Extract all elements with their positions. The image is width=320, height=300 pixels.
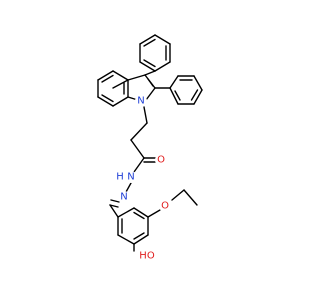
phenyl-ring-top xyxy=(139,34,171,72)
atom-hydroxyl: HO xyxy=(139,250,155,262)
h-amide-label: H xyxy=(116,172,124,183)
atom-n-indole: N xyxy=(135,95,147,107)
hydroxyl-label: HO xyxy=(139,251,155,262)
atom-o-ethoxy: O xyxy=(159,200,171,212)
ethoxy-group xyxy=(171,189,198,206)
o-ethoxy-label: O xyxy=(161,201,169,212)
o-carbonyl-label: O xyxy=(157,155,165,166)
structure-drawing: N O N H N O HO xyxy=(97,34,203,262)
n-amide-label: N xyxy=(127,172,134,183)
n-indole-label: N xyxy=(137,96,144,107)
indole-benzene-ring xyxy=(97,70,129,107)
atom-o-carbonyl: O xyxy=(155,154,167,166)
phenyl-ring-right xyxy=(154,75,203,105)
molecule-svg: N O N H N O HO xyxy=(97,34,203,262)
propanoyl-chain xyxy=(130,106,157,173)
n-imine-label: N xyxy=(120,192,127,203)
vanillin-ring xyxy=(117,207,161,252)
atom-n-imine: N xyxy=(118,191,130,203)
atom-nh-amide: N H xyxy=(115,171,137,183)
hydrazone-linker xyxy=(109,182,132,218)
